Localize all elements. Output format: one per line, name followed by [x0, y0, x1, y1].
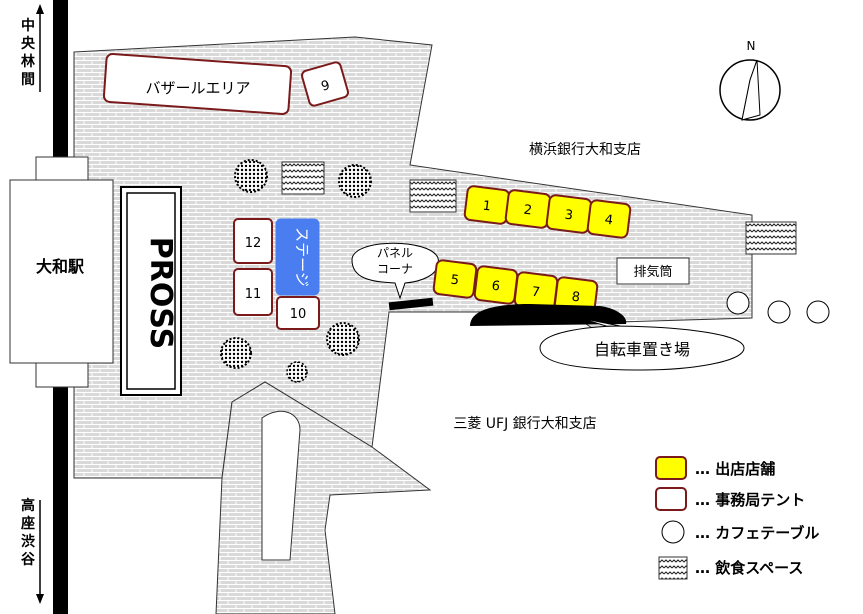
svg-text:5: 5	[450, 273, 460, 289]
shop-5: 5	[432, 259, 478, 299]
svg-text:3: 3	[564, 208, 574, 224]
tree-icon	[234, 159, 268, 193]
food-space	[745, 221, 797, 255]
shop-2: 2	[504, 189, 552, 229]
svg-text:12: 12	[245, 236, 262, 251]
office-tent-11: 11	[233, 268, 273, 316]
legend-cafe-swatch	[661, 520, 685, 544]
legend-tent-swatch	[655, 487, 687, 511]
svg-text:9: 9	[320, 78, 332, 95]
office-tent-12: 12	[233, 218, 273, 264]
panel-corner-label-line2: コーナ	[377, 262, 413, 276]
legend-food-label: … 飲食スペース	[695, 559, 803, 577]
legend-shop-swatch	[655, 456, 687, 480]
bazaar-area	[102, 53, 293, 116]
shop-3: 3	[545, 194, 593, 234]
pross-label: PROSS	[143, 237, 178, 349]
food-space	[281, 161, 325, 195]
stage-label: ステージ	[293, 227, 311, 287]
bicycle-callout	[539, 317, 745, 371]
legend-tent-label: … 事務局テント	[695, 491, 805, 509]
legend-cafe-label: … カフェテーブル	[695, 524, 819, 542]
cafe-table	[726, 291, 750, 315]
walkway-island	[261, 410, 301, 561]
legend-shop-label: … 出店店舗	[695, 460, 775, 478]
svg-text:7: 7	[531, 285, 541, 301]
pross-building-inner	[126, 192, 176, 390]
yokohama-bank-label: 横浜銀行大和支店	[529, 142, 641, 158]
tree-icon	[286, 361, 308, 383]
svg-text:N: N	[747, 39, 756, 53]
tree-icon	[338, 164, 372, 198]
stage	[275, 218, 320, 296]
cafe-table	[806, 300, 830, 324]
svg-text:10: 10	[290, 307, 307, 322]
cafe-table	[767, 300, 791, 324]
svg-text:1: 1	[482, 199, 492, 215]
tree-icon	[326, 322, 360, 356]
svg-text:4: 4	[604, 213, 614, 229]
bicycle-label: 自転車置き場	[594, 340, 690, 359]
panel-board	[388, 297, 434, 311]
legend-food-swatch	[658, 556, 688, 580]
svg-text:8: 8	[571, 290, 581, 306]
panel-corner-label-line1: パネル	[377, 246, 413, 260]
svg-text:6: 6	[491, 279, 501, 295]
food-space	[409, 179, 457, 213]
station-building-outer	[9, 179, 114, 364]
bazaar-label: バザールエリア	[145, 79, 250, 97]
svg-text:2: 2	[523, 203, 533, 219]
panel-corner-callout	[351, 242, 439, 300]
tree-icon	[220, 337, 252, 369]
shop-4: 4	[586, 199, 632, 239]
office-tent-10: 10	[276, 296, 320, 330]
svg-text:11: 11	[245, 287, 262, 302]
rail-bottom-label: 高座渋谷	[21, 497, 36, 568]
shop-1: 1	[463, 185, 511, 225]
shop-6: 6	[473, 265, 519, 305]
exhaust-stack	[616, 257, 690, 285]
office-tent-9: 9	[300, 61, 350, 107]
mitsubishi-bank-label: 三菱 UFJ 銀行大和支店	[453, 416, 596, 432]
rail-top-label: 中央林間	[21, 17, 36, 88]
legend: … 出店店舗 … 事務局テント … カフェテーブル … 飲食スペース	[655, 456, 819, 580]
walkway	[215, 381, 432, 614]
compass-icon: N	[719, 39, 781, 121]
exhaust-label: 排気筒	[633, 264, 672, 280]
station-label: 大和駅	[36, 257, 85, 276]
